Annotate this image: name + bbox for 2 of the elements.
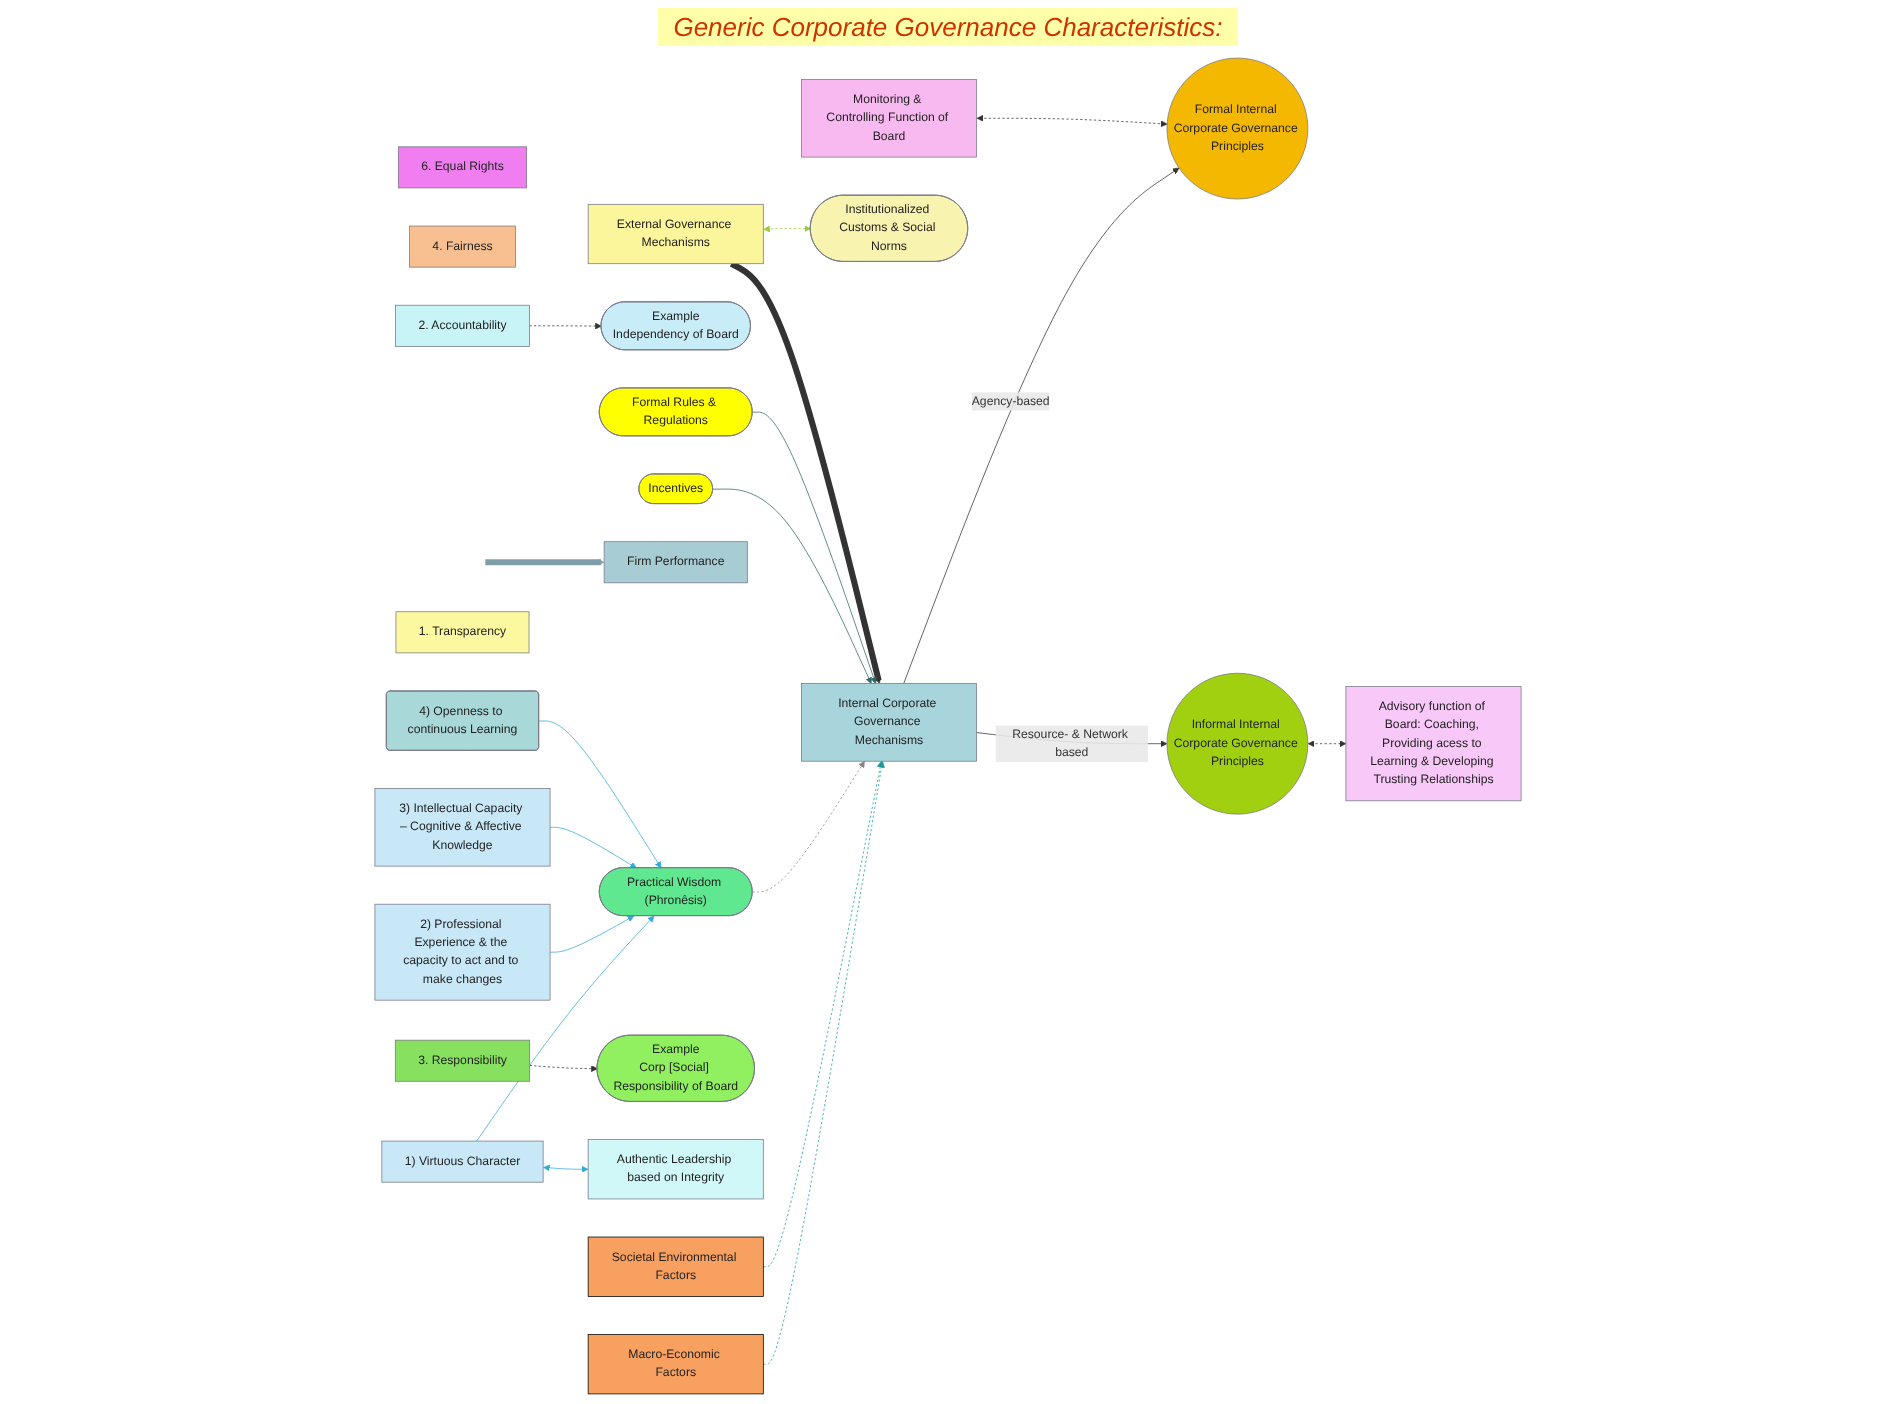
heading-note: Generic Corporate Governance Characteristics: — [657, 7, 1239, 45]
arrow — [485, 558, 605, 566]
